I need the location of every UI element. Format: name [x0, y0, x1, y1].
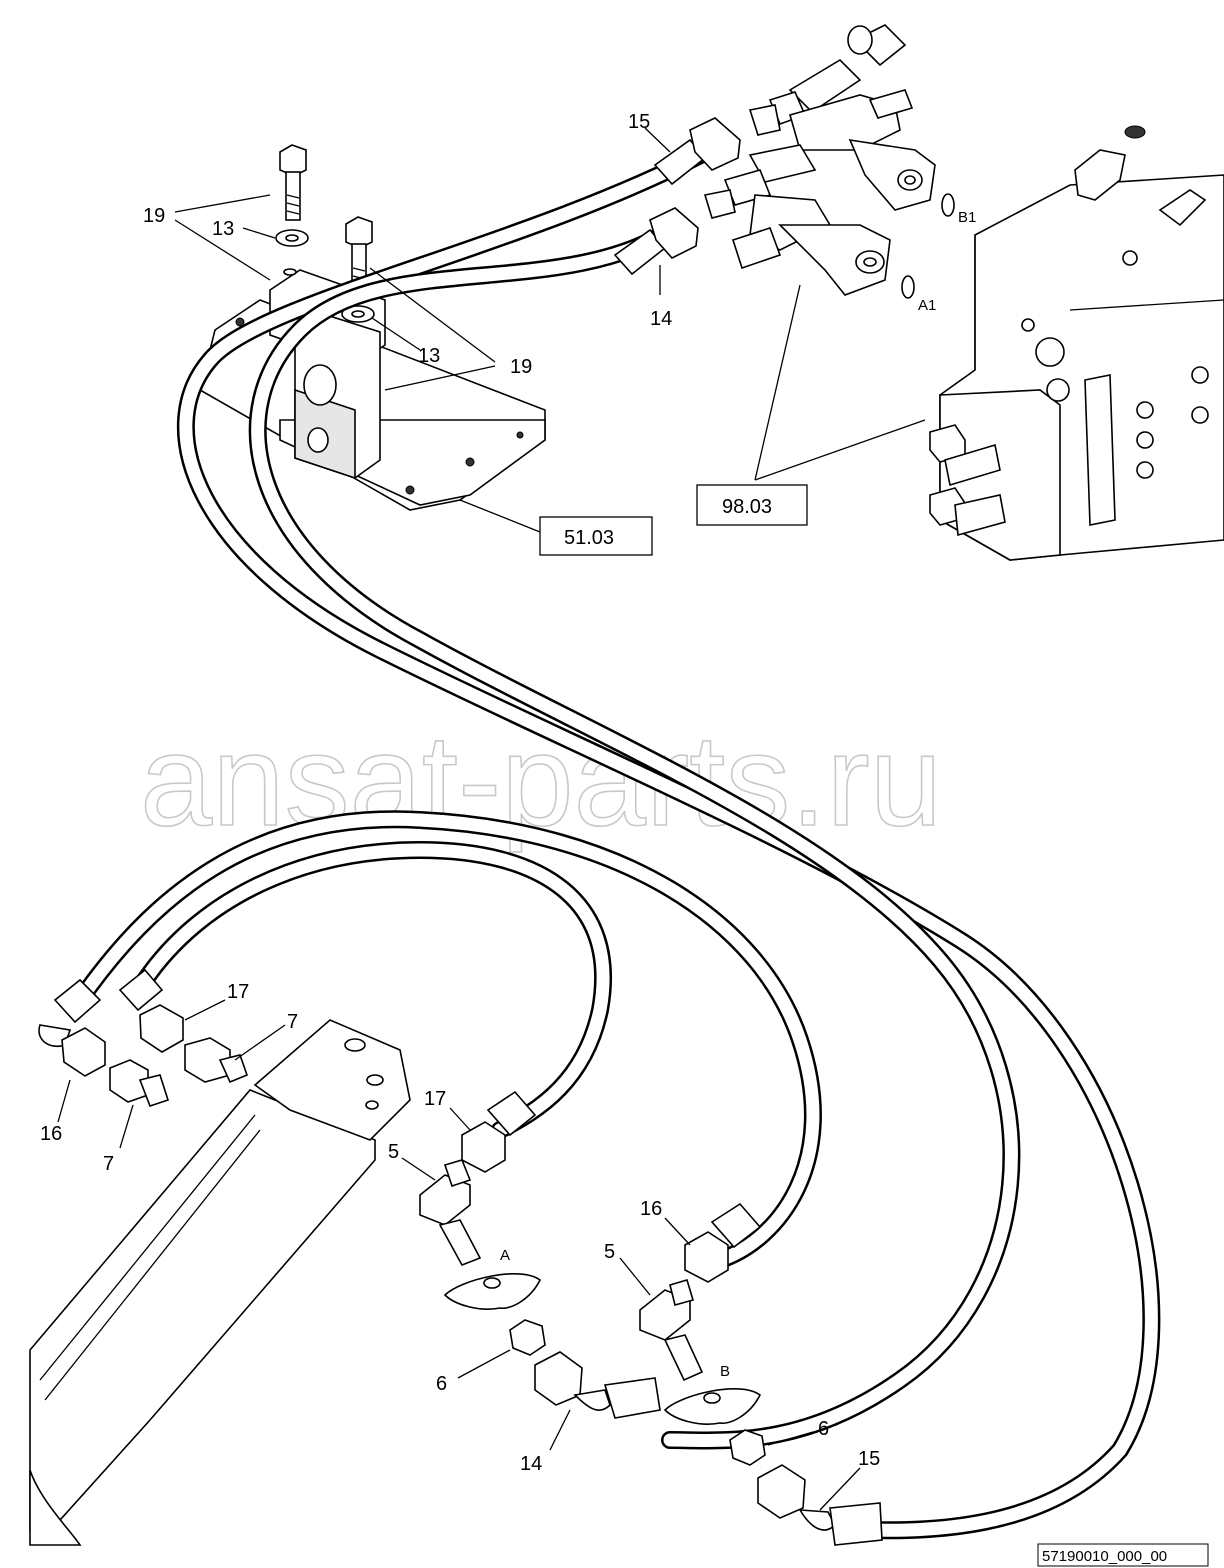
port-label-b1: B1 — [958, 209, 976, 226]
callout-19-upper: 19 — [143, 205, 165, 227]
hose-end-15-bottom — [757, 1464, 883, 1546]
o-ring-b1 — [941, 193, 955, 217]
figure-id-box: 57190010_000_00 — [1037, 1543, 1209, 1567]
callout-16-bottom: 16 — [640, 1198, 662, 1220]
cylinder-port-b — [663, 1388, 762, 1425]
washer-right — [341, 305, 375, 323]
callout-17-bottom: 17 — [424, 1088, 446, 1110]
nut-6-b — [729, 1429, 766, 1466]
reference-box-98-03: 98.03 — [696, 484, 808, 526]
callout-5-b: 5 — [604, 1241, 615, 1263]
callout-6-a: 6 — [436, 1373, 447, 1395]
callout-14-top: 14 — [650, 308, 672, 330]
hose-end-17-left — [118, 968, 184, 1053]
hose-15-upper — [176, 141, 1161, 1540]
hose-end-14-top — [613, 207, 699, 276]
callout-7-lower: 7 — [103, 1153, 114, 1175]
nut-6-a — [509, 1319, 546, 1356]
elbow-fitting-5-a — [419, 1159, 482, 1266]
callout-7-upper: 7 — [287, 1011, 298, 1033]
figure-id-text: 57190010_000_00 — [1042, 1548, 1167, 1565]
port-label-b: B — [720, 1363, 730, 1380]
reference-box-51-03: 51.03 — [539, 516, 653, 556]
callout-17-left: 17 — [227, 981, 249, 1003]
hose-clamp-front — [294, 312, 381, 480]
bolt-left — [279, 144, 307, 221]
hose-end-15-top — [653, 117, 741, 186]
callout-15-top: 15 — [628, 111, 650, 133]
hose-end-16-left — [38, 978, 106, 1077]
callout-14-bottom: 14 — [520, 1453, 542, 1475]
reference-98-03-text: 98.03 — [722, 496, 772, 518]
hose-14-upper — [248, 221, 1021, 1450]
callout-5-a: 5 — [388, 1141, 399, 1163]
port-label-a: A — [500, 1247, 510, 1264]
washer-left — [275, 229, 309, 247]
hydraulic-cylinder — [29, 1019, 411, 1546]
callout-16-left: 16 — [40, 1123, 62, 1145]
hose-end-17-bottom — [461, 1090, 537, 1173]
callout-19-lower: 19 — [510, 356, 532, 378]
cylinder-port-a — [443, 1273, 542, 1310]
control-valve-block — [929, 125, 1224, 561]
reference-51-03-text: 51.03 — [564, 527, 614, 549]
leader-lines — [57, 127, 926, 1511]
hose-17 — [136, 840, 613, 1139]
callout-15-bottom: 15 — [858, 1448, 880, 1470]
lower-fitting-assembly — [703, 144, 891, 296]
adapter-7-upper — [184, 1037, 249, 1084]
port-label-a1: A1 — [918, 297, 936, 314]
adapter-7-lower — [109, 1059, 170, 1108]
hose-end-16-bottom — [684, 1202, 762, 1283]
upper-fitting-assembly — [748, 24, 936, 211]
callout-13-lower: 13 — [418, 345, 440, 367]
callout-13-upper: 13 — [212, 218, 234, 240]
hose-16 — [71, 810, 822, 1269]
callout-6-b: 6 — [818, 1418, 829, 1440]
o-ring-a1 — [901, 275, 915, 299]
hose-end-14-bottom — [534, 1351, 661, 1419]
elbow-fitting-5-b — [639, 1279, 704, 1382]
